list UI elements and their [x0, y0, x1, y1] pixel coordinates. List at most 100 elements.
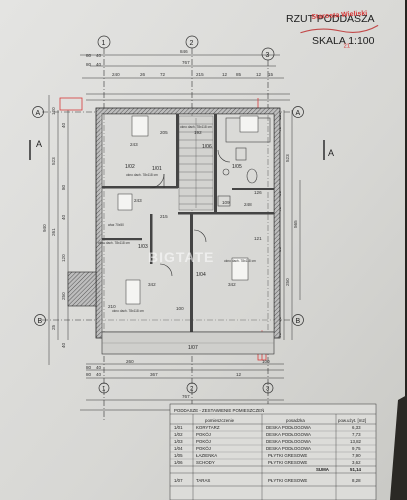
table-header-area: pow.użyt. [m2]	[338, 418, 366, 423]
axis-3-bubble: 3	[261, 47, 275, 61]
dim-top-inner: 767	[182, 60, 190, 65]
dim-left-small-5: 120	[61, 254, 66, 262]
window-note-5: okno dach. 78x118 cm	[112, 309, 144, 313]
dim-top-seg-7: 12	[256, 72, 262, 77]
table-row-6-room: SCHODY	[196, 460, 215, 465]
official-stamp: Starosta Wieliski 21	[300, 10, 379, 50]
dim-top-seg-3: 72	[160, 72, 166, 77]
hatch-note: wlaz 70x50	[108, 223, 124, 227]
dim-top-overall: 846	[180, 49, 188, 54]
dim-top-seg-2: 26	[140, 72, 146, 77]
room-label-1-04: 1/04	[196, 272, 206, 278]
table-row-1-area: 6,33	[352, 425, 361, 430]
window-note-4: okno dach. 78x118 cm	[224, 259, 256, 263]
table-row-5-code: 1/05	[174, 453, 183, 458]
stamp-line-2: 21	[343, 43, 351, 49]
table-sum-value: 51,14	[350, 467, 362, 472]
watermark: BIGTATE	[148, 249, 214, 265]
table-header-room: pomieszczenie	[205, 418, 235, 423]
dim-top-row-1: 80	[86, 53, 92, 58]
axis-2-bottom-label: 2	[190, 387, 194, 393]
table-sum-label: SUMA	[316, 467, 330, 472]
table-row-1-room: KORYTARZ	[196, 425, 220, 430]
table-row-4-code: 1/04	[174, 446, 183, 451]
terrace	[67, 271, 275, 355]
section-marker-left: A	[29, 139, 42, 160]
window-note-3: okno dach. 78x118 cm	[98, 241, 130, 245]
title-line-2: SKALA 1:100	[312, 35, 375, 47]
room-dim-8: 100	[176, 306, 184, 311]
room-schedule-table	[169, 403, 377, 500]
paper-shadow	[390, 395, 407, 500]
dim-top-seg-8: 15	[268, 72, 274, 77]
dim-bottom-row-4: 40	[96, 372, 102, 377]
table-row-6-floor: PŁYTKI GRESOWE	[268, 460, 307, 465]
dim-bottom-row-1: 80	[86, 365, 92, 370]
dim-top-seg-5: 12	[222, 72, 228, 77]
axis-b-left-label: B	[38, 318, 43, 325]
dim-right-lower: 250	[285, 278, 290, 286]
table-row-2-area: 7,73	[352, 432, 361, 437]
room-dim-10: 210	[108, 304, 116, 309]
axis-2-label: 2	[190, 40, 194, 47]
stamp-line-1: Starosta Wieliski	[311, 10, 367, 21]
table-extra-room: TARAS	[196, 478, 210, 483]
window-note-1: okno dach. 78x118 cm	[180, 125, 212, 129]
room-dim-2: 248	[244, 202, 252, 207]
door-swings	[149, 149, 231, 277]
table-title: PODDASZE - ZESTAWIENIE POMIESZCZEŃ	[174, 408, 264, 413]
dim-bottom-inner: 767	[182, 394, 190, 399]
room-label-1-03: 1/03	[138, 244, 148, 250]
dim-left-small-1: 120	[51, 107, 56, 115]
section-label-right: A	[328, 148, 334, 158]
dim-left-small-2: 40	[61, 122, 66, 128]
dim-bottom-seg-4: 100	[262, 359, 270, 364]
dim-bottom-seg-2: 367	[150, 372, 158, 377]
dim-bottom-row-3: 80	[86, 372, 92, 377]
axis-a-left-label: A	[36, 110, 41, 117]
room-dim-9: 109	[222, 200, 230, 205]
dim-top-seg-6: 85	[236, 72, 242, 77]
table-row-6-code: 1/06	[174, 460, 183, 465]
table-row-4-area: 9,75	[352, 446, 361, 451]
table-row-2-code: 1/02	[174, 432, 183, 437]
table-row-3-room: POKÓJ	[196, 439, 211, 444]
table-extra-floor: PŁYTKI GRESOWE	[268, 478, 307, 483]
roof-windows	[117, 115, 259, 305]
table-header-floor: posadzka	[286, 418, 305, 423]
axis-3-bubble-bottom: 3	[262, 382, 274, 394]
table-row-3-floor: DESKA PODŁOGOWA	[266, 439, 311, 444]
room-label-1-01: 1/01	[152, 166, 162, 172]
table-row-5-floor: PŁYTKI GRESOWE	[268, 453, 307, 458]
axis-a-right-label: A	[296, 110, 301, 117]
dim-left-small-7: 40	[61, 342, 66, 348]
title-line-1: RZUT PODDASZA	[286, 13, 374, 25]
dim-right-overall: 565	[293, 220, 298, 228]
axis-a-bubble-left: A	[32, 106, 44, 118]
dim-left-small-3: 80	[61, 184, 66, 190]
right-dimension-lines	[283, 110, 301, 340]
staircase	[178, 115, 214, 211]
room-dim-13: 126	[254, 190, 262, 195]
table-row-6-area: 3,62	[352, 460, 361, 465]
table-row-1-code: 1/01	[174, 425, 183, 430]
dim-left-small-4: 40	[61, 214, 66, 220]
dim-bottom-seg-3: 12	[236, 372, 242, 377]
table-extra-code: 1/07	[174, 478, 183, 483]
table-extra-area: 8,28	[352, 478, 361, 483]
table-row-2-floor: DESKA PODŁOGOWA	[266, 432, 311, 437]
section-label-left: A	[36, 139, 42, 149]
room-label-1-02: 1/02	[125, 164, 135, 170]
dim-left-overall: 940	[42, 224, 47, 232]
drawing-title: RZUT PODDASZA SKALA 1:100	[286, 13, 375, 47]
table-row-5-area: 7,90	[352, 453, 361, 458]
axis-1-label: 1	[102, 40, 106, 47]
dim-top-row-3: 80	[86, 62, 92, 67]
room-label-1-07: 1/07	[188, 345, 198, 351]
dim-top-seg-1: 240	[112, 72, 120, 77]
dim-left-mid: 261	[51, 228, 56, 236]
stamp-signature	[300, 24, 379, 34]
section-marker-right: A	[323, 140, 334, 160]
dim-top-row-4: 40	[96, 62, 102, 67]
dim-left-small-6: 25	[51, 324, 56, 330]
